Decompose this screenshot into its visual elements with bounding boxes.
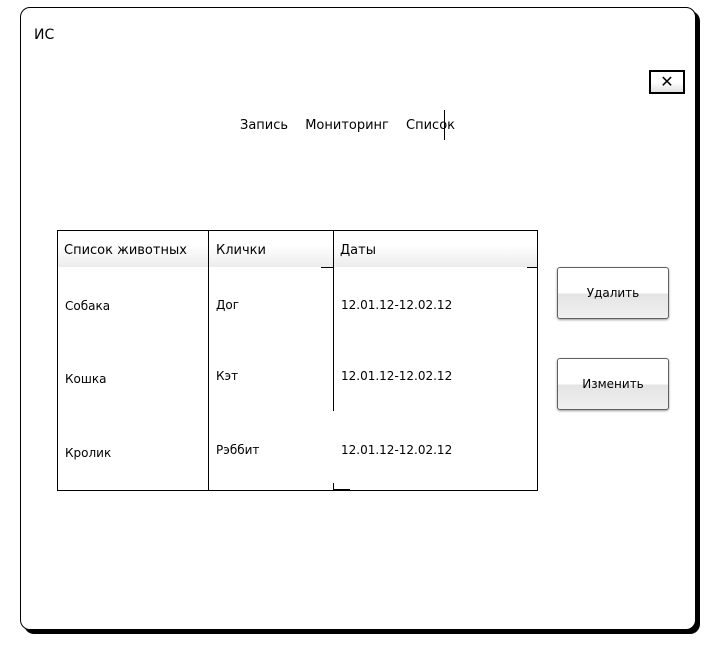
column-header-names[interactable]: Клички (216, 243, 266, 258)
table-cell-name[interactable]: Кэт (216, 369, 239, 383)
column-divider (333, 231, 334, 411)
column-divider (208, 231, 209, 490)
app-title: ИС (34, 27, 55, 43)
edit-button[interactable]: Изменить (557, 358, 669, 410)
close-button[interactable]: ✕ (649, 70, 685, 94)
table-cell-dates[interactable]: 12.01.12-12.02.12 (341, 443, 453, 457)
table-cell-animal[interactable]: Кролик (65, 446, 112, 460)
column-header-animals[interactable]: Список животных (64, 243, 187, 258)
header-cell-names (209, 231, 333, 267)
table-cell-name[interactable]: Рэббит (216, 443, 260, 457)
table-cell-animal[interactable]: Собака (65, 299, 111, 313)
header-cell-dates (334, 231, 537, 267)
column-header-dates[interactable]: Даты (340, 243, 376, 258)
menu-item-monitoring[interactable]: Мониторинг (305, 118, 389, 133)
animals-table: Список животных Клички Даты Собака Дог 1… (57, 230, 538, 491)
top-menu: Запись Мониторинг Список (240, 118, 455, 133)
delete-button[interactable]: Удалить (557, 267, 669, 319)
footer-tick (334, 489, 350, 490)
menu-item-record[interactable]: Запись (240, 118, 289, 133)
menu-divider (444, 110, 445, 140)
close-icon: ✕ (660, 72, 674, 91)
main-window: ИС ✕ Запись Мониторинг Список Список жив… (20, 7, 696, 630)
menu-item-list[interactable]: Список (406, 118, 456, 133)
column-divider (333, 483, 334, 490)
header-tick (321, 267, 333, 268)
table-cell-dates[interactable]: 12.01.12-12.02.12 (341, 369, 453, 383)
table-cell-name[interactable]: Дог (216, 298, 240, 312)
table-cell-animal[interactable]: Кошка (65, 372, 107, 386)
header-cell-animals (58, 231, 208, 267)
header-tick (527, 267, 537, 268)
table-cell-dates[interactable]: 12.01.12-12.02.12 (341, 298, 453, 312)
